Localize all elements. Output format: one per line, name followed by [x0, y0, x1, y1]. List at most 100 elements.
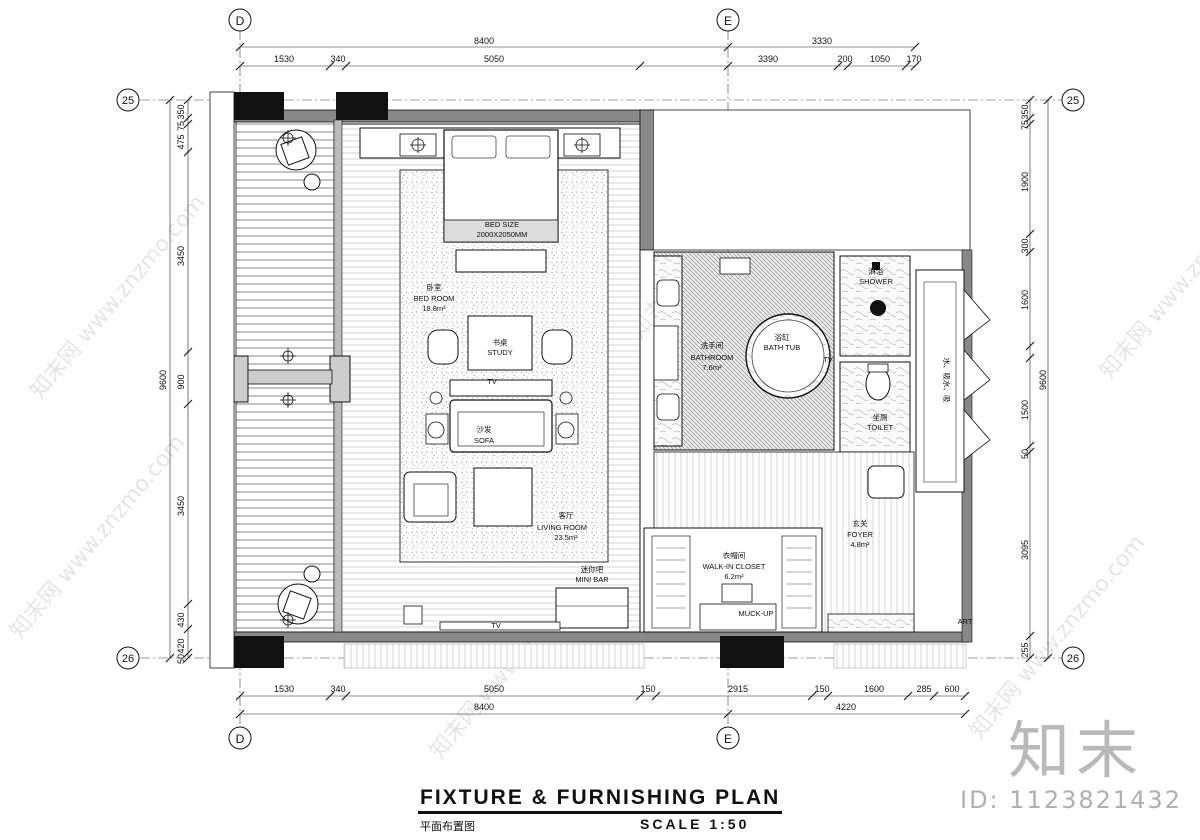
dim-label: 170 — [906, 54, 921, 64]
bed-pillow — [451, 135, 497, 159]
study-label-cn: 书桌 — [493, 337, 508, 347]
left-dimensions — [165, 95, 193, 663]
foyer-console — [827, 613, 915, 633]
grid-label: E — [724, 732, 732, 746]
tv-wall — [439, 621, 561, 631]
bedroom-area: 18.8m² — [422, 304, 446, 313]
tv-bottom-label: TV — [491, 621, 501, 630]
toilet-label-cn: 坐厕 — [873, 413, 888, 422]
corridor-note: 水、吸水、吸 — [942, 358, 952, 403]
grid-label: 25 — [122, 95, 134, 107]
top-dimensions — [235, 42, 920, 71]
grid-label: D — [236, 732, 245, 746]
brand-logo: 知末 — [1008, 714, 1145, 787]
basin — [656, 393, 680, 421]
drawing-subtitle: 平面布置图 — [420, 820, 475, 833]
bed-size-dims: 2000X2050MM — [477, 230, 528, 239]
toilet-label-en: TOILET — [867, 423, 894, 432]
dim-label: 1500 — [1020, 400, 1030, 420]
living-label-cn: 客厅 — [559, 510, 574, 520]
wall-mid — [247, 369, 333, 385]
wall-top — [231, 109, 655, 123]
dim-label: 1530 — [274, 54, 294, 64]
column — [232, 636, 284, 668]
foyer-area: 4.8m² — [850, 540, 870, 549]
right-dimensions — [1025, 95, 1053, 663]
grid-label: 26 — [122, 653, 134, 665]
dim-label: 1600 — [1020, 290, 1030, 310]
bathroom-label-en: BATHROOM — [691, 353, 734, 362]
column — [720, 636, 784, 668]
tv-label: TV — [487, 377, 497, 386]
dim-label: 1900 — [1020, 172, 1030, 192]
muckup-label: MUCK-UP — [739, 609, 774, 618]
side-lamp — [425, 391, 579, 445]
grid-bubble-e-top — [716, 8, 740, 32]
bathroom-label-cn: 洗手间 — [701, 340, 724, 350]
closet-label-cn: 衣帽间 — [723, 550, 746, 560]
bed-blanket — [443, 219, 559, 243]
sofa-label-en: SOFA — [474, 436, 494, 445]
toilet — [865, 367, 891, 401]
grid-bubble-26-right — [1061, 646, 1085, 670]
grid-bubble-d-top — [228, 8, 252, 32]
grid-label: 26 — [1067, 653, 1079, 665]
wall-bottom — [231, 631, 971, 643]
grid-label: D — [236, 14, 245, 28]
dim-label: 340 — [330, 684, 345, 694]
crosshair-marks — [280, 130, 296, 628]
minibar-label-cn: 迷你吧 — [581, 564, 604, 574]
column-mid — [329, 355, 351, 403]
door-swing-marks — [963, 288, 991, 461]
living-area: 23.5m² — [554, 533, 578, 542]
foyer-chair — [867, 465, 905, 499]
dim-label: 1530 — [274, 684, 294, 694]
column — [336, 92, 388, 120]
dim-label: 9600 — [158, 370, 168, 390]
dim-label: 75 — [176, 121, 186, 131]
column — [232, 92, 284, 120]
dim-label: 285 — [916, 684, 931, 694]
dim-label: 150 — [814, 684, 829, 694]
bathtub-label-cn: 浴缸 — [775, 332, 790, 342]
closet-island — [699, 603, 777, 631]
study-label-en: STUDY — [487, 348, 512, 357]
room-labels: BED SIZE 2000X2050MM 卧室 BED ROOM 18.8m² … — [414, 220, 973, 630]
study-desk — [467, 315, 533, 371]
foyer-label-en: FOYER — [847, 530, 873, 539]
grid-bubbles: D E D E 25 25 26 26 — [116, 8, 1085, 750]
bed-size-label: BED SIZE — [485, 220, 519, 229]
shower-label-cn: 淋浴 — [869, 266, 884, 276]
dim-label: 1050 — [870, 54, 890, 64]
grid-label: 25 — [1067, 95, 1079, 107]
shower-label-en: SHOWER — [859, 277, 893, 286]
grid-bubble-e-bottom — [716, 726, 740, 750]
dim-label: 5050 — [484, 684, 504, 694]
tv-bath-label: TV — [823, 355, 833, 364]
watermark-text: 知末网 www.znzmo.com — [25, 191, 210, 404]
dim-label: 350 — [1020, 104, 1030, 119]
grid-bubble-26-left — [116, 646, 140, 670]
coffee-table — [473, 467, 533, 527]
dim-label: 3450 — [176, 496, 186, 516]
dim-label: 9600 — [1038, 370, 1048, 390]
closet-label-en: WALK-IN CLOSET — [702, 562, 765, 571]
drawing-title: FIXTURE & FURNISHING PLAN — [420, 786, 781, 809]
dim-label: 340 — [330, 54, 345, 64]
dim-label: 8400 — [474, 36, 494, 46]
foyer-label-cn: 玄关 — [853, 518, 868, 528]
dim-label: 3330 — [812, 36, 832, 46]
dim-label: 3095 — [1020, 540, 1030, 560]
plan-body — [209, 91, 991, 669]
bedroom-label-en: BED ROOM — [414, 294, 455, 303]
dim-label: 50 — [176, 654, 186, 664]
bed-pillow — [505, 135, 551, 159]
grid-bubble-d-bottom — [228, 726, 252, 750]
dim-label: 255 — [1020, 642, 1030, 657]
mini-bar — [555, 587, 629, 629]
sofa-label-cn: 沙发 — [477, 424, 492, 434]
grid-label: E — [724, 14, 732, 28]
watermark-text: 知末网 www.znzmo.com — [5, 431, 190, 644]
dim-label: 200 — [837, 54, 852, 64]
